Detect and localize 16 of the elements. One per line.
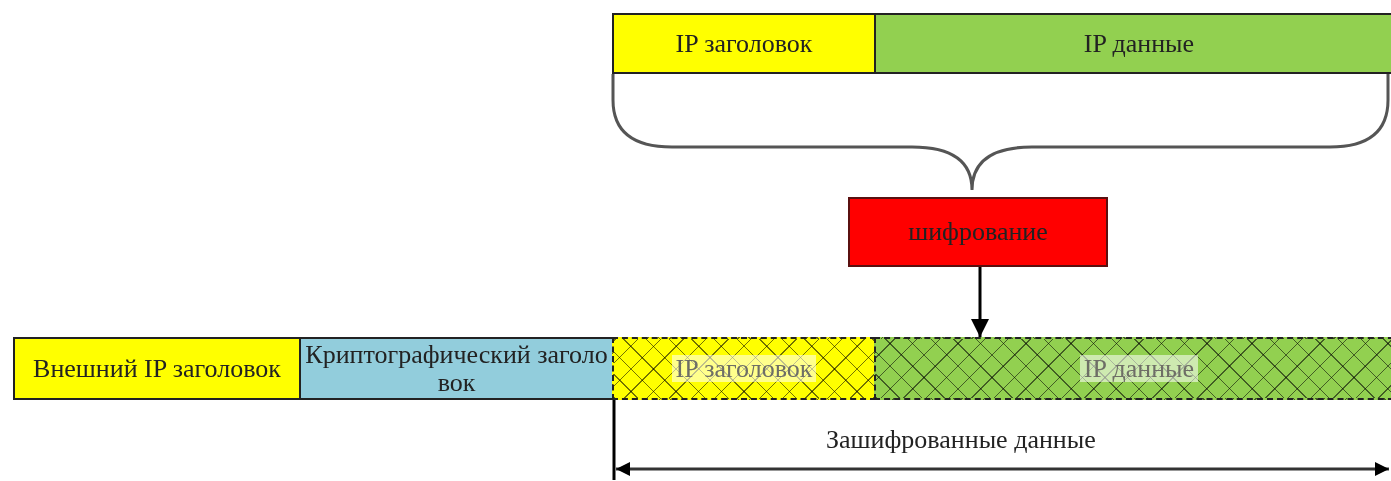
header-field [13, 337, 301, 400]
dimension-label: Зашифрованные данные [826, 425, 1096, 455]
process-box [848, 197, 1108, 267]
field-label: IP заголовок [671, 354, 817, 383]
field-label: шифрование [908, 218, 1048, 246]
field-label: Внешний IP заголовок [33, 354, 281, 383]
field-label: IP заголовок [675, 29, 813, 58]
header-field [874, 13, 1391, 74]
field-label: IP данные [1083, 29, 1195, 58]
field-label: IP данные [1079, 354, 1199, 383]
header-field [299, 337, 614, 400]
field-label: Криптографический заголовок [305, 341, 608, 396]
arrow [971, 267, 989, 337]
encrypted-field [874, 337, 1391, 400]
encrypted-field [612, 337, 876, 400]
header-field [612, 13, 876, 74]
